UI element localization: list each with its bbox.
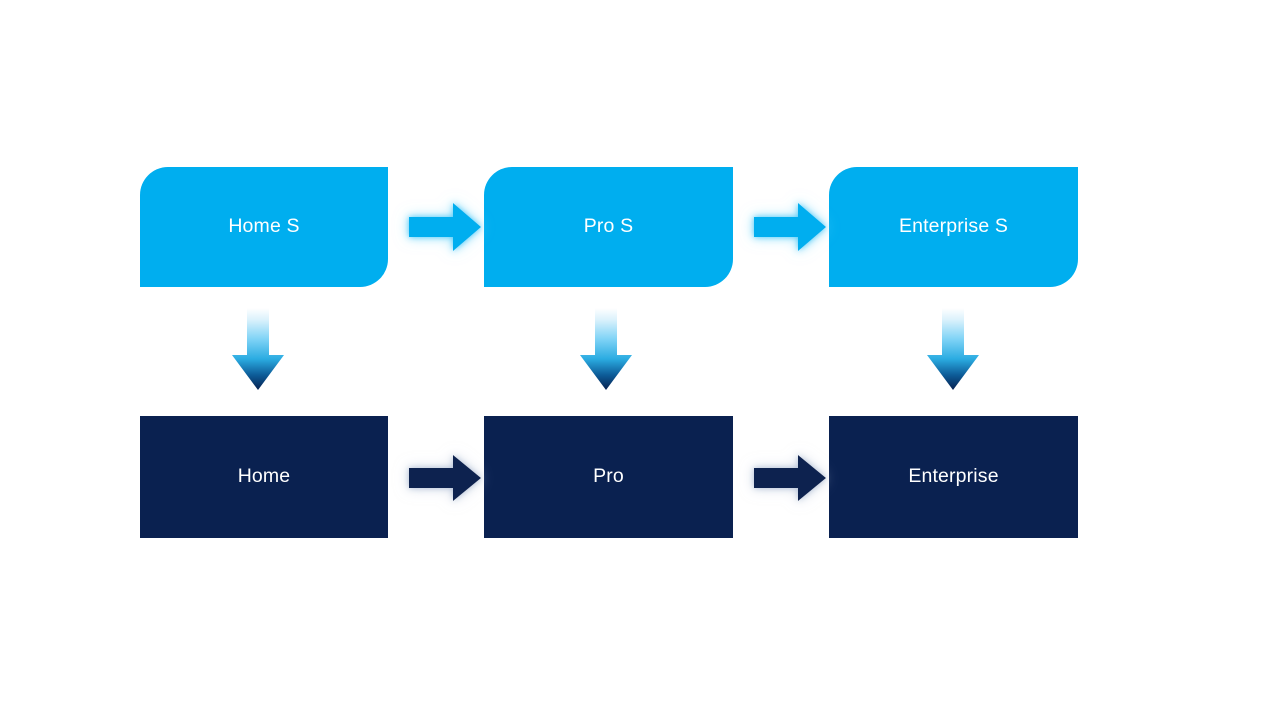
node-home-label: Home	[237, 465, 291, 488]
node-pro[interactable]: Pro	[484, 416, 733, 538]
node-enterprise-label: Enterprise	[908, 465, 999, 488]
arrow-right-icon-pro-to-enterprise	[754, 455, 826, 501]
arrow-down-icon-pro-s-to-pro	[580, 308, 632, 390]
node-pro-label: Pro	[593, 465, 624, 488]
arrow-right-icon-pro-s-to-enterprise-s	[754, 203, 826, 251]
arrow-down-icon-enterprise-s-to-enterprise	[927, 308, 979, 390]
node-home[interactable]: Home	[140, 416, 388, 538]
arrow-right-icon-home-to-pro	[409, 455, 481, 501]
node-enterprise-s-label: Enterprise S	[898, 215, 1009, 238]
node-home-s[interactable]: Home S	[140, 167, 388, 287]
node-enterprise-s[interactable]: Enterprise S	[829, 167, 1078, 287]
node-pro-s-label: Pro S	[583, 215, 634, 238]
arrow-down-icon-home-s-to-home	[232, 308, 284, 390]
arrow-right-icon-home-s-to-pro-s	[409, 203, 481, 251]
node-enterprise[interactable]: Enterprise	[829, 416, 1078, 538]
node-pro-s[interactable]: Pro S	[484, 167, 733, 287]
node-home-s-label: Home S	[228, 215, 300, 238]
